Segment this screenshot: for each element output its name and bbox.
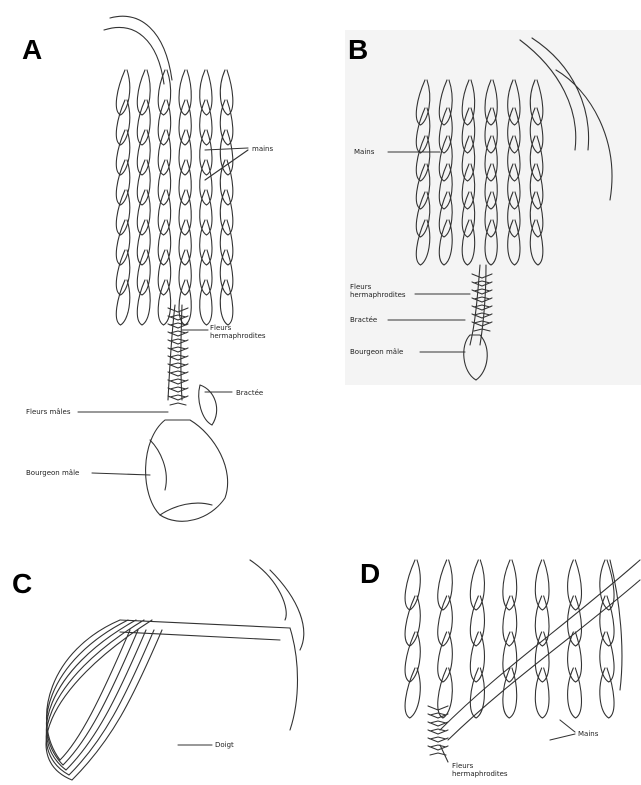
panel-c: C Doigt bbox=[0, 540, 320, 785]
label-bourgeon-male: Bourgeon mâle bbox=[350, 348, 403, 356]
label-bractee: Bractée bbox=[236, 389, 263, 397]
label-fleurs: Fleurs bbox=[350, 283, 371, 291]
label-hermaphrodites: hermaphrodites bbox=[210, 332, 266, 340]
label-bourgeon-male: Bourgeon mâle bbox=[26, 469, 79, 477]
label-mains: Mains bbox=[354, 148, 374, 156]
banana-bunch-drawing-d bbox=[320, 540, 641, 785]
banana-bunch-drawing-b bbox=[320, 0, 641, 540]
label-fleurs-males: Fleurs mâles bbox=[26, 408, 70, 416]
panel-b: B Mains Fleurs hermaphrodites Bractée Bo… bbox=[320, 0, 641, 540]
panel-a: A mains Fleurs hermaphrodites Bractée Fl… bbox=[0, 0, 320, 540]
label-doigt: Doigt bbox=[215, 741, 234, 749]
label-mains: mains bbox=[252, 145, 273, 153]
panel-d: D Mains Fleurs hermaphrodites bbox=[320, 540, 641, 785]
label-hermaphrodites: hermaphrodites bbox=[350, 291, 406, 299]
label-mains: Mains bbox=[578, 730, 598, 738]
label-bractee: Bractée bbox=[350, 316, 377, 324]
label-fleurs: Fleurs bbox=[210, 324, 231, 332]
banana-bunch-drawing-a bbox=[0, 0, 320, 540]
label-fleurs: Fleurs bbox=[452, 762, 473, 770]
label-hermaphrodites: hermaphrodites bbox=[452, 770, 508, 778]
banana-hand-drawing-c bbox=[0, 540, 320, 785]
